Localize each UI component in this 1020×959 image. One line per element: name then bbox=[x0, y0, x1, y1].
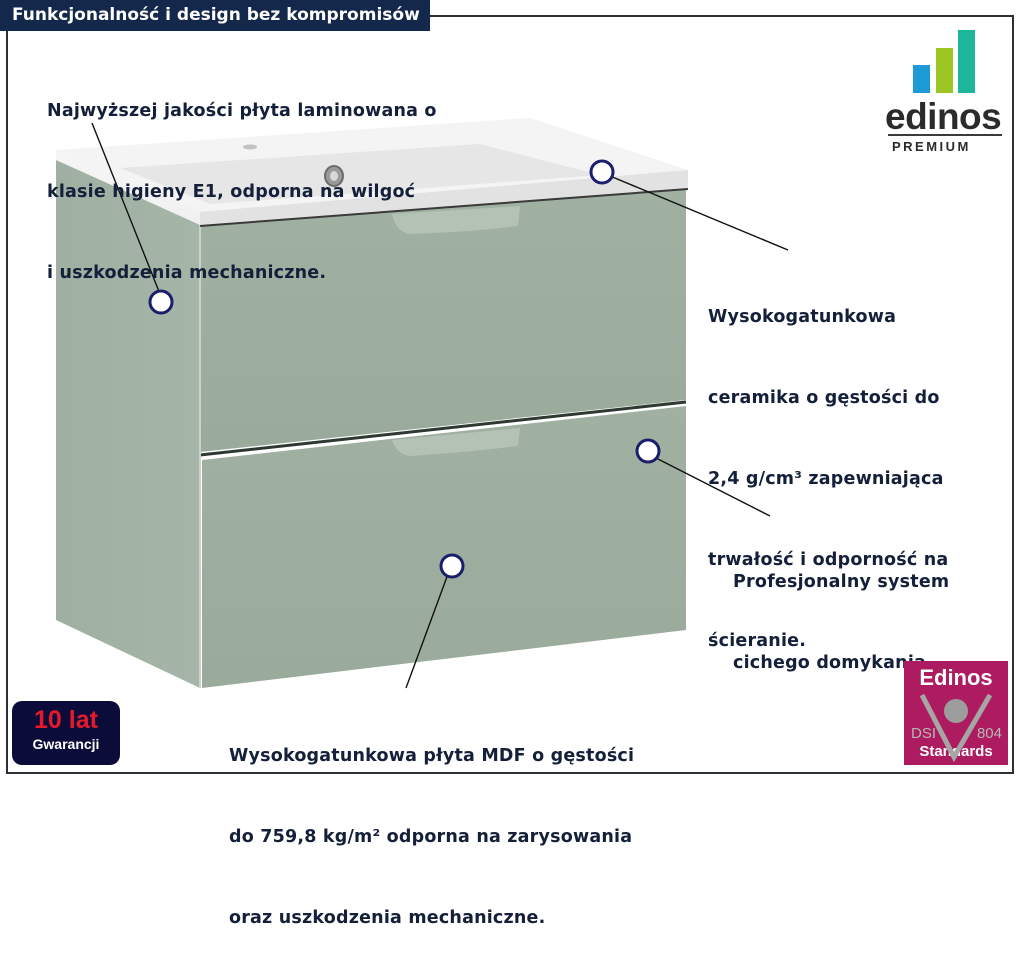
standards-footer: Standards bbox=[919, 743, 993, 760]
drawer-handle-top bbox=[392, 206, 520, 234]
leader-ceramic bbox=[609, 175, 789, 251]
drawer-bottom bbox=[202, 406, 686, 688]
feature-line: ceramika o gęstości do bbox=[708, 388, 940, 408]
feature-laminate: Najwyższej jakości płyta laminowana o kl… bbox=[47, 44, 437, 314]
logo-bar-green bbox=[936, 48, 953, 93]
brand-logo-divider bbox=[888, 134, 1002, 136]
feature-line: ścieranie. bbox=[708, 631, 807, 651]
feature-line: do 759,8 kg/m² odporna na zarysowania bbox=[229, 827, 633, 847]
leader-softclose bbox=[655, 457, 771, 517]
leader-laminate bbox=[91, 122, 161, 295]
header-banner: Funkcjonalność i design bez kompromisów bbox=[0, 0, 430, 31]
brand-logo-subtitle: PREMIUM bbox=[892, 139, 971, 154]
marker-softclose bbox=[635, 438, 661, 464]
marker-mdf bbox=[439, 553, 465, 579]
feature-line: oraz uszkodzenia mechaniczne. bbox=[229, 908, 546, 928]
feature-line: cichego domykania. bbox=[733, 653, 933, 673]
standards-badge: Edinos DSI 804 Standards bbox=[904, 661, 1008, 765]
marker-ceramic bbox=[589, 159, 615, 185]
feature-mdf: Wysokogatunkowa płyta MDF o gęstości do … bbox=[229, 689, 634, 959]
feature-line: 2,4 g/cm³ zapewniająca bbox=[708, 469, 944, 489]
logo-bar-blue bbox=[913, 65, 930, 93]
warranty-label: Gwarancji bbox=[32, 736, 100, 752]
drawer-top bbox=[200, 186, 686, 452]
feature-line: Najwyższej jakości płyta laminowana o bbox=[47, 101, 437, 121]
marker-laminate bbox=[148, 289, 174, 315]
leader-mdf bbox=[405, 573, 449, 689]
standards-right-code: 804 bbox=[976, 725, 1002, 742]
feature-line: Wysokogatunkowa bbox=[708, 307, 897, 327]
content-frame bbox=[6, 15, 1014, 774]
warranty-years: 10 lat bbox=[34, 706, 98, 734]
feature-soft-close: Profesjonalny system cichego domykania. bbox=[733, 515, 949, 704]
feature-line: klasie higieny E1, odporna na wilgoć bbox=[47, 182, 416, 202]
feature-line: Profesjonalny system bbox=[733, 572, 950, 592]
brand-logo-wordmark: edinos bbox=[885, 96, 1002, 137]
standards-left-code: DSI bbox=[911, 725, 937, 742]
drawer-handle-bottom bbox=[392, 428, 520, 456]
feature-ceramic: Wysokogatunkowa ceramika o gęstości do 2… bbox=[708, 250, 948, 682]
feature-line: trwałość i odporność na bbox=[708, 550, 949, 570]
feature-line: i uszkodzenia mechaniczne. bbox=[47, 263, 327, 283]
logo-bar-teal bbox=[958, 30, 975, 93]
feature-line: Wysokogatunkowa płyta MDF o gęstości bbox=[229, 746, 635, 766]
warranty-badge: 10 lat Gwarancji bbox=[12, 701, 120, 765]
vanity-cabinet-illustration bbox=[56, 30, 993, 763]
standards-title: Edinos bbox=[919, 665, 993, 690]
